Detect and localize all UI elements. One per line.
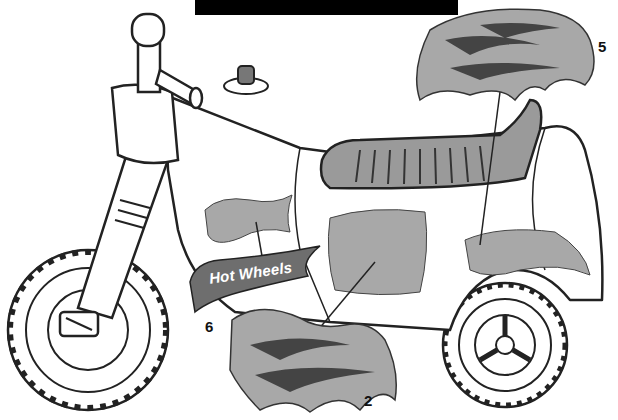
callout-number: 2	[364, 392, 372, 409]
flame-decal	[417, 9, 594, 100]
leader-line	[256, 222, 262, 256]
flame-decal	[230, 309, 396, 412]
title-bar	[195, 0, 458, 15]
front-fork	[60, 150, 168, 336]
side-decal	[328, 210, 426, 295]
callout-number: 6	[205, 318, 213, 335]
trike-body	[165, 95, 602, 330]
rear-decal	[465, 230, 590, 275]
logo-decal	[190, 246, 320, 312]
front-decal	[205, 195, 292, 242]
seat	[321, 100, 541, 188]
handlebar	[112, 14, 202, 163]
callout-number: 5	[598, 38, 606, 55]
leader-line	[480, 92, 500, 245]
leader-line	[318, 262, 375, 330]
gas-cap	[224, 66, 268, 94]
